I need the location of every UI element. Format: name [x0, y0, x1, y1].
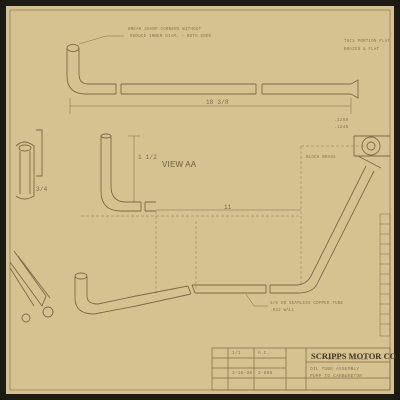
top-tube	[66, 43, 359, 99]
construction-lines	[81, 145, 366, 296]
note-leader-bottom	[245, 293, 268, 307]
sheet-border	[9, 9, 391, 391]
dim-left: 1 1/2	[138, 154, 158, 161]
dim-small: 3/4	[36, 186, 48, 193]
note-tube-spec-line2: .032 WALL	[270, 309, 295, 313]
technical-drawing	[9, 9, 391, 391]
note-top-left-line2: REDUCE INNER DIAM. - BOTH ENDS	[130, 35, 212, 39]
overall-length-dimension	[69, 98, 352, 114]
view-aa-elbow	[100, 133, 156, 212]
title-line2: PUMP TO CARBURETOR	[310, 374, 363, 379]
dim-a: .1250	[334, 118, 349, 123]
view-aa-dimension	[128, 135, 140, 202]
company-name: SCRIPPS MOTOR CO	[311, 351, 397, 361]
title-line1: OIL TUBE ASSEMBLY	[310, 367, 360, 372]
title-block	[211, 347, 391, 391]
title-scale: 1/1	[232, 351, 241, 356]
dim-center-span: 11	[224, 204, 232, 211]
brass-block	[353, 135, 390, 157]
company-location: DETROIT, MICHIGAN	[328, 358, 369, 362]
note-top-left-line1: BREAK SHARP CORNERS WITHOUT	[128, 28, 202, 32]
note-top-right-line1: THIS PORTION FLAT	[344, 40, 391, 44]
note-tube-spec-line1: 3/8 OD SEAMLESS COPPER TUBE	[270, 302, 344, 306]
bottom-tube	[74, 155, 382, 315]
left-side-view	[9, 129, 54, 323]
note-top-right-line2: BRAZED & FLAT	[344, 48, 380, 52]
title-drawn-date: 2-18-38	[232, 371, 253, 376]
revision-table	[379, 213, 391, 337]
note-leader-top	[78, 35, 124, 45]
view-label: VIEW AA	[162, 160, 197, 169]
dim-overall-length: 18 3/8	[206, 99, 229, 106]
title-field-2: 2-858	[258, 371, 273, 376]
dim-b: .1245	[334, 125, 349, 130]
note-block-brass: BLOCK BRASS	[306, 156, 336, 160]
title-field-1: A.C.	[258, 351, 270, 356]
drawing-sheet: BREAK SHARP CORNERS WITHOUT REDUCE INNER…	[6, 6, 397, 394]
